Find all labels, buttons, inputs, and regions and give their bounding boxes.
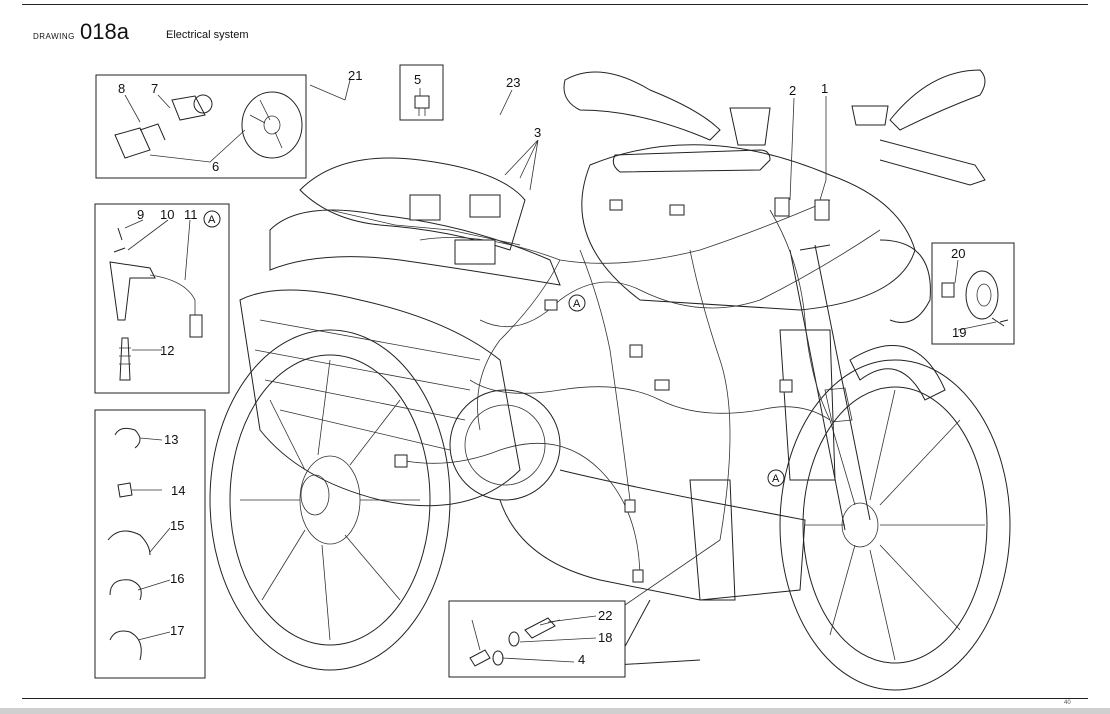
inset-clips [94,409,206,679]
callout-15: 15 [170,518,184,533]
callout-5: 5 [414,72,421,87]
callout-10: 10 [160,207,174,222]
view-marker-a-harness: A [573,298,581,310]
inset-bolt-assembly [448,600,626,678]
callout-12: 12 [160,343,174,358]
view-markers: A A A [203,210,785,487]
leader-lines [124,79,997,663]
callout-19: 19 [952,325,966,340]
motorcycle-illustration [209,69,1011,691]
inset-horn [931,242,1015,345]
callout-9: 9 [137,207,144,222]
callout-labels: 1 2 3 4 5 6 7 8 9 10 11 12 13 14 15 16 1… [118,68,966,667]
callout-1: 1 [821,81,828,96]
callout-4: 4 [578,652,585,667]
callout-21: 21 [348,68,362,83]
callout-22: 22 [598,608,612,623]
footer-strip [0,708,1110,714]
callout-3: 3 [534,125,541,140]
callout-11: 11 [184,207,198,222]
callout-14: 14 [171,483,185,498]
bottom-rule [22,698,1088,699]
callout-13: 13 [164,432,178,447]
callout-23: 23 [506,75,520,90]
callout-20: 20 [951,246,965,261]
inset-ignition-coil [94,203,230,394]
drawing-code: 018a [80,19,129,44]
drawing-label: DRAWING [33,32,75,41]
view-marker-a-inset: A [208,214,216,226]
callout-6: 6 [212,159,219,174]
drawing-title: Electrical system [166,29,249,41]
callout-2: 2 [789,83,796,98]
callout-16: 16 [170,571,184,586]
page-number: 40 [1064,700,1071,706]
inset-ignition-switch [95,74,307,179]
inset-fuse [399,64,444,121]
callout-18: 18 [598,630,612,645]
callout-8: 8 [118,81,125,96]
top-rule [22,4,1088,5]
callout-17: 17 [170,623,184,638]
callout-7: 7 [151,81,158,96]
view-marker-a-engine: A [772,473,780,485]
